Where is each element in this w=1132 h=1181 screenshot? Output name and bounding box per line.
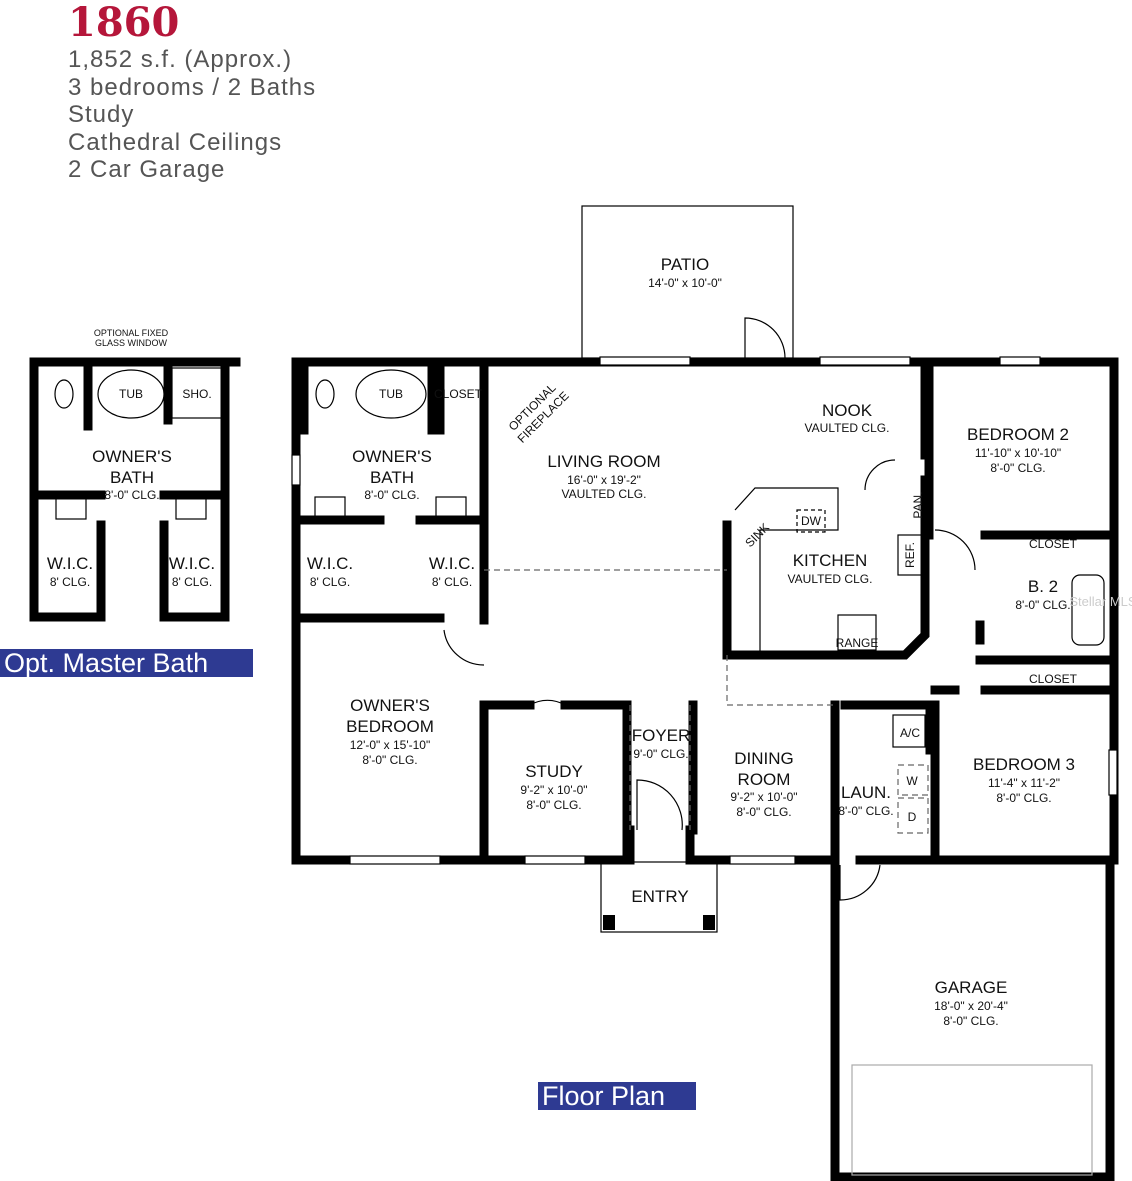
room-ceiling: 8'-0" CLG.: [364, 488, 419, 502]
room-ceiling: 8' CLG.: [50, 575, 90, 589]
floor-plan-label: Floor Plan: [538, 1082, 696, 1110]
room-ceiling: 8'-0" CLG.: [990, 461, 1045, 475]
room-size: 11'-4" x 11'-2": [988, 776, 1060, 790]
tub-label: TUB: [379, 387, 403, 401]
room-size: 9'-2" x 10'-0": [520, 783, 587, 797]
room-ceiling: VAULTED CLG.: [562, 487, 647, 501]
room-size: 16'-0" x 19'-2": [567, 473, 641, 487]
dryer-label: D: [908, 810, 917, 824]
room-ceiling: 8'-0" CLG.: [362, 753, 417, 767]
room-ceiling: 9'-0" CLG.: [633, 747, 688, 761]
feature-study: Study: [68, 101, 135, 128]
room-name: KITCHEN: [793, 551, 868, 570]
feature-sqft: 1,852 s.f. (Approx.): [68, 46, 293, 73]
watermark: Stellar MLS: [1069, 594, 1132, 609]
room-name: ROOM: [738, 770, 791, 789]
room-ceiling: 8'-0" CLG.: [104, 488, 159, 502]
room-name: ENTRY: [631, 887, 688, 906]
room-size: 9'-2" x 10'-0": [730, 790, 797, 804]
shower-label: SHO.: [182, 387, 211, 401]
range-label: RANGE: [836, 636, 879, 650]
refrigerator-label: REF.: [903, 542, 917, 568]
room-name: OWNER'S: [352, 447, 432, 466]
room-name: BATH: [110, 468, 154, 487]
optional-window-note-2: GLASS WINDOW: [95, 338, 168, 348]
room-ceiling: 8' CLG.: [172, 575, 212, 589]
room-size: 18'-0" x 20'-4": [934, 999, 1008, 1013]
room-name: OWNER'S: [92, 447, 172, 466]
pantry-label: PAN.: [911, 491, 925, 518]
room-ceiling: VAULTED CLG.: [788, 572, 873, 586]
ac-label: A/C: [900, 726, 920, 740]
room-name: W.I.C.: [429, 554, 475, 573]
room-name: NOOK: [822, 401, 873, 420]
room-name: W.I.C.: [307, 554, 353, 573]
room-name: W.I.C.: [169, 554, 215, 573]
patio-name: PATIO: [661, 255, 710, 274]
room-ceiling: 8'-0" CLG.: [838, 804, 893, 818]
closet-label: CLOSET: [1029, 537, 1078, 551]
room-name: BEDROOM 3: [973, 755, 1075, 774]
feature-garage: 2 Car Garage: [68, 156, 226, 183]
plan-number: 1860: [68, 0, 180, 46]
room-name: W.I.C.: [47, 554, 93, 573]
optional-window-note: OPTIONAL FIXED: [94, 328, 169, 338]
room-labels: LIVING ROOM 16'-0" x 19'-2" VAULTED CLG.…: [307, 401, 1132, 1028]
room-name: LAUN.: [841, 783, 891, 802]
feature-bedrooms: 3 bedrooms / 2 Baths: [68, 73, 317, 101]
room-ceiling: 8'-0" CLG.: [996, 791, 1051, 805]
tub-label: TUB: [119, 387, 143, 401]
room-ceiling: 8'-0" CLG.: [526, 798, 581, 812]
room-size: 12'-0" x 15'-10": [350, 738, 430, 752]
room-name: BEDROOM 2: [967, 425, 1069, 444]
room-size: 11'-10" x 10'-10": [975, 446, 1061, 460]
closet-label: CLOSET: [434, 387, 483, 401]
sink-label: SINK: [742, 520, 772, 550]
feature-ceilings: Cathedral Ceilings: [68, 128, 283, 156]
room-name: LIVING ROOM: [547, 452, 660, 471]
room-ceiling: 8'-0" CLG.: [943, 1014, 998, 1028]
room-ceiling: 8' CLG.: [310, 575, 350, 589]
room-name: STUDY: [525, 762, 583, 781]
room-name: FOYER: [632, 726, 691, 745]
opt-master-bath-inset: OPTIONAL FIXED GLASS WINDOW TUB SHO. OWN…: [29, 328, 241, 622]
room-name: BATH: [370, 468, 414, 487]
room-ceiling: VAULTED CLG.: [805, 421, 890, 435]
patio-size: 14'-0" x 10'-0": [648, 276, 722, 290]
room-name: BEDROOM: [346, 717, 434, 736]
room-ceiling: 8'-0" CLG.: [1015, 598, 1070, 612]
room-name: B. 2: [1028, 577, 1058, 596]
room-name: DINING: [734, 749, 794, 768]
entry-outline: [600, 861, 718, 933]
room-name: OWNER'S: [350, 696, 430, 715]
room-ceiling: 8' CLG.: [432, 575, 472, 589]
opt-master-bath-label: Opt. Master Bath: [0, 649, 253, 677]
closet-label: CLOSET: [1029, 672, 1078, 686]
room-name: GARAGE: [935, 978, 1008, 997]
plan-header: 1860 1,852 s.f. (Approx.) 3 bedrooms / 2…: [68, 0, 316, 184]
dishwasher-label: DW: [801, 514, 822, 528]
garage-door: [851, 1064, 1093, 1176]
washer-label: W: [906, 774, 918, 788]
walls: [291, 357, 1119, 1181]
room-ceiling: 8'-0" CLG.: [736, 805, 791, 819]
